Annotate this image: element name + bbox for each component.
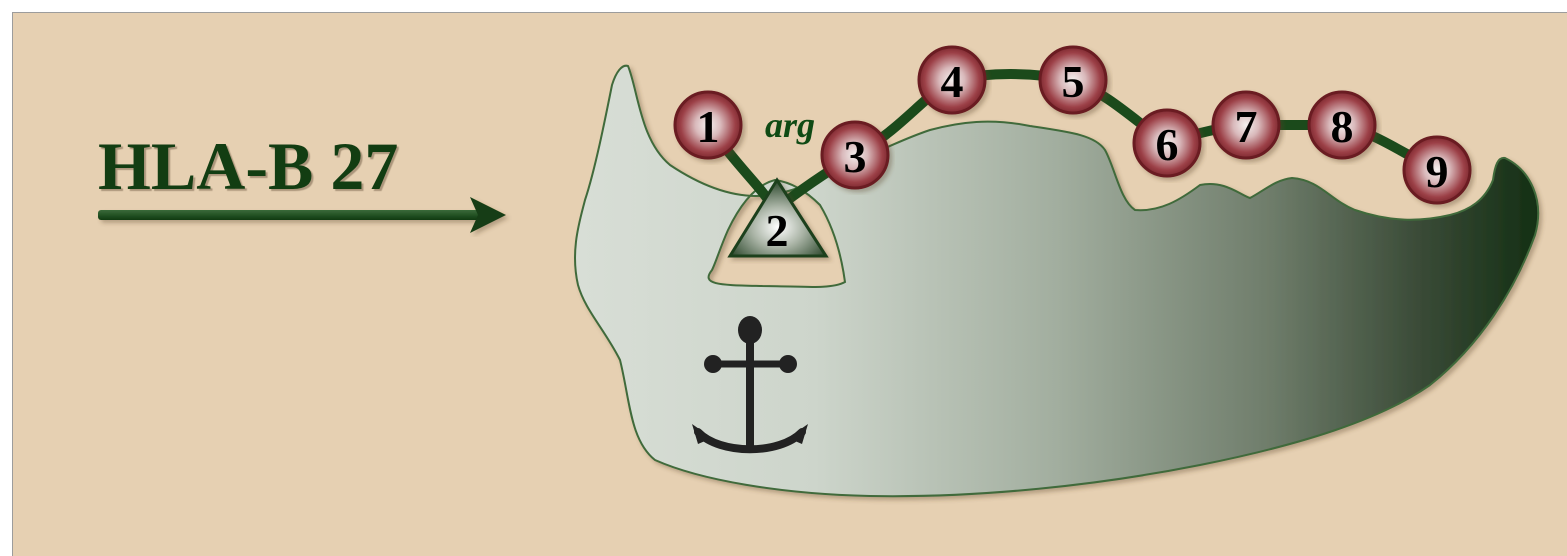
anchor-residue-label: arg bbox=[765, 105, 815, 145]
residue-7: 7 bbox=[1213, 92, 1279, 158]
position-label-3: 3 bbox=[844, 131, 867, 182]
residue-1: 1 bbox=[675, 92, 741, 158]
position-label-2: 2 bbox=[766, 205, 789, 256]
position-label-9: 9 bbox=[1426, 146, 1449, 197]
residue-8: 8 bbox=[1309, 92, 1375, 158]
residue-4: 4 bbox=[919, 47, 985, 113]
residue-3: 3 bbox=[822, 122, 888, 188]
position-label-1: 1 bbox=[697, 101, 720, 152]
position-label-7: 7 bbox=[1235, 101, 1258, 152]
residue-6: 6 bbox=[1134, 110, 1200, 176]
position-label-6: 6 bbox=[1156, 119, 1179, 170]
residue-9: 9 bbox=[1404, 137, 1470, 203]
position-label-8: 8 bbox=[1331, 101, 1354, 152]
position-label-5: 5 bbox=[1062, 56, 1085, 107]
residue-5: 5 bbox=[1040, 47, 1106, 113]
position-label-4: 4 bbox=[941, 56, 964, 107]
arrow-icon bbox=[98, 197, 506, 233]
